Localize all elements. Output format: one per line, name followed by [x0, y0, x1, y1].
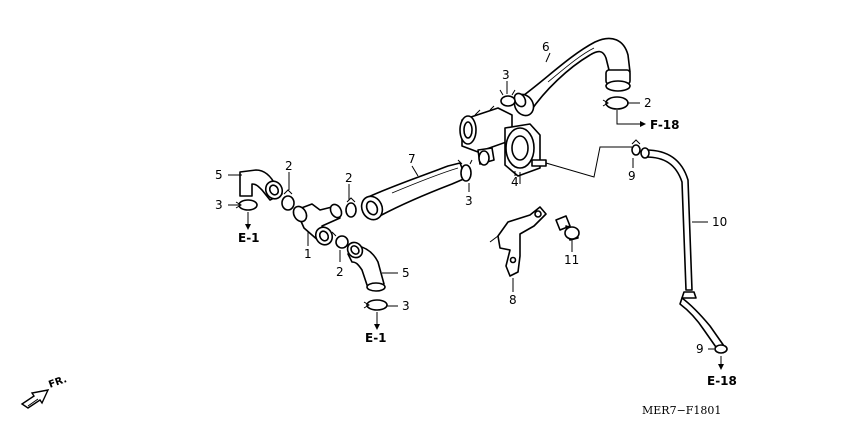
- callout-5-upper: 5: [215, 168, 223, 182]
- callout-9-lower: 9: [696, 342, 704, 356]
- tube-part-10: [640, 147, 725, 351]
- callout-3-upper: 3: [502, 68, 510, 82]
- clip-part-9-lower: [714, 344, 728, 354]
- valve-part-4: [459, 105, 547, 184]
- clip-part-9-upper: [631, 139, 641, 156]
- hose-part-5-upper: [239, 169, 284, 201]
- callout-2-right: 2: [644, 96, 652, 110]
- ref-arrow-e1-lower: [374, 312, 380, 330]
- clip-part-2-upper-left: [281, 189, 295, 211]
- callout-2-lower: 2: [336, 265, 344, 279]
- callout-2-mid: 2: [345, 171, 353, 185]
- bolt-part-11: [555, 215, 580, 241]
- callout-4: 4: [511, 175, 519, 189]
- hose-part-5-lower: [346, 241, 386, 292]
- callout-1: 1: [304, 247, 312, 261]
- clip-part-2-mid: [345, 197, 357, 218]
- callout-9-upper: 9: [628, 169, 636, 183]
- callout-3-mid: 3: [465, 194, 473, 208]
- ref-arrow-e1-left: [245, 212, 251, 230]
- front-label: FR.: [47, 374, 68, 391]
- callout-10: 10: [712, 215, 727, 229]
- clip-part-3-lower: [363, 299, 388, 311]
- ref-arrow-f18: [616, 110, 646, 127]
- hose-part-6: [513, 37, 631, 117]
- callout-leaders: [228, 52, 714, 350]
- callout-3-lower: 3: [402, 299, 410, 313]
- ref-label-e1-lower: E-1: [365, 331, 387, 345]
- callout-3-left: 3: [215, 198, 223, 212]
- diagram-code: MER7−F1801: [642, 404, 721, 417]
- ref-label-e18: E-18: [707, 374, 737, 388]
- callout-7: 7: [408, 152, 416, 166]
- callout-11: 11: [564, 253, 579, 267]
- clip-part-3-left: [235, 199, 258, 211]
- clip-part-3-mid: [457, 159, 473, 182]
- clip-part-2-lower: [331, 231, 349, 249]
- callout-6: 6: [542, 40, 550, 54]
- hose-part-7: [360, 162, 467, 221]
- clip-part-3-upper: [499, 89, 516, 107]
- clip-part-2-right: [602, 96, 629, 110]
- front-direction-arrow: FR.: [20, 374, 68, 409]
- ref-label-e1-left: E-1: [238, 231, 260, 245]
- bracket-part-8: [489, 206, 547, 277]
- leader-line-valve-to-tube: [545, 146, 632, 178]
- callout-2-upper-left: 2: [285, 159, 293, 173]
- callout-8: 8: [509, 293, 517, 307]
- ref-arrow-e18: [718, 356, 724, 370]
- callout-5-lower: 5: [402, 266, 410, 280]
- ref-label-f18: F-18: [650, 118, 680, 132]
- joint-part-1: [292, 203, 343, 246]
